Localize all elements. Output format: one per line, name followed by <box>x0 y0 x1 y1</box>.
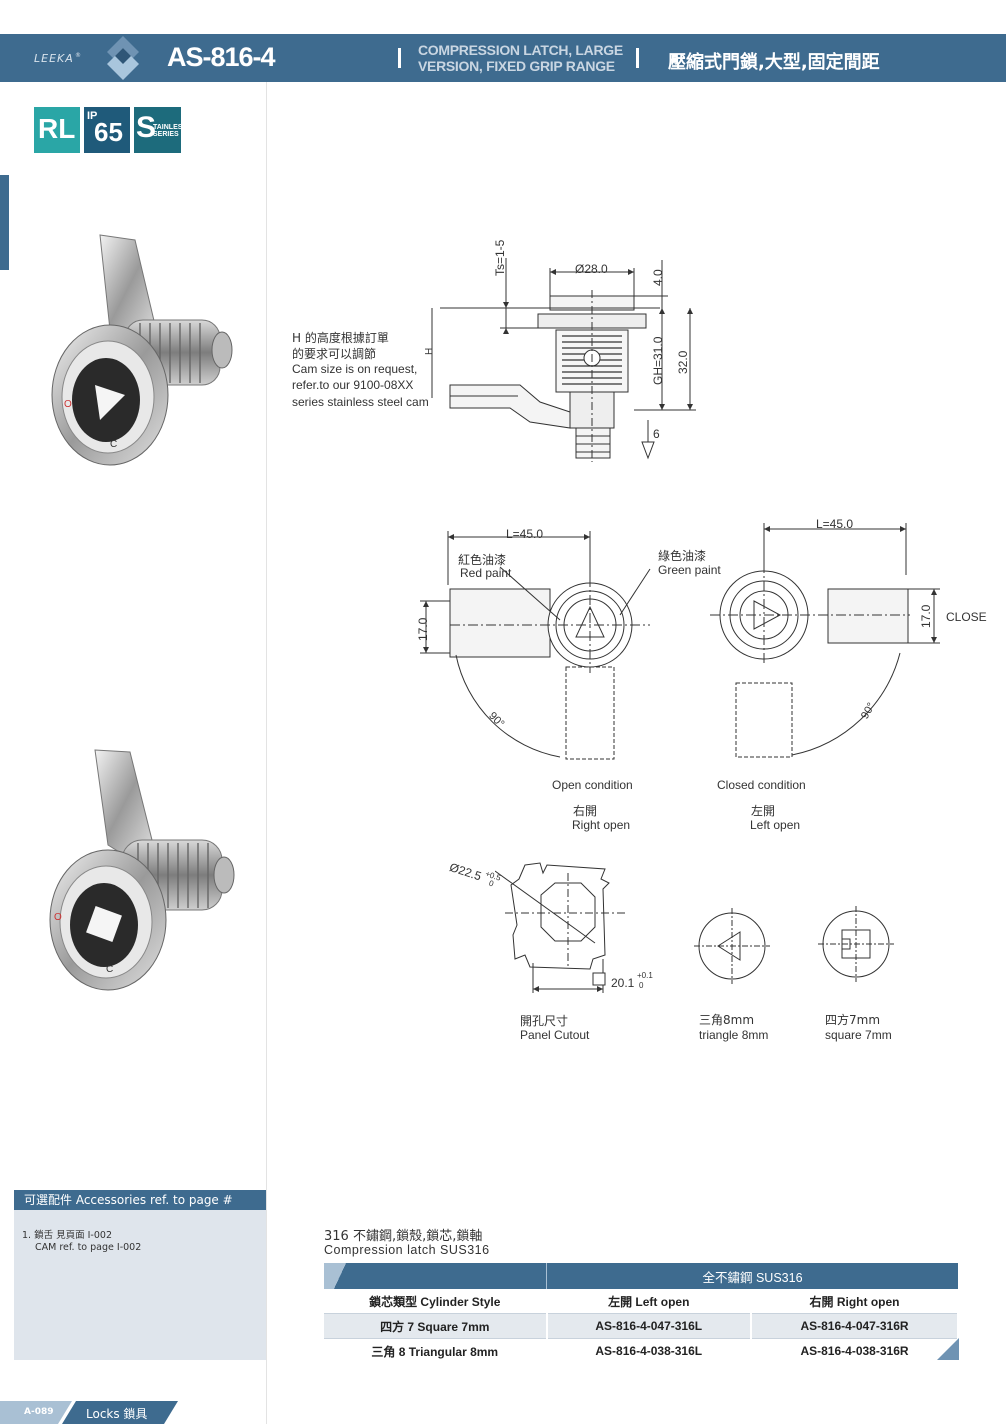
svg-text:C: C <box>106 964 113 975</box>
note-zh-2: 的要求可以調節 <box>292 347 377 361</box>
table-row: 三角 8 Triangular 8mm AS-816-4-038-316L AS… <box>324 1338 959 1363</box>
right-open-en: Right open <box>572 818 631 832</box>
dim-4: 4.0 <box>651 269 665 286</box>
material-zh: 316 不鏽鋼,鎖殼,鎖芯,鎖軸 <box>324 1229 483 1244</box>
page-footer-tab <box>0 1401 178 1424</box>
ordering-table: 全不鏽鋼 SUS316 鎖芯類型 Cylinder Style 左開 Left … <box>324 1263 959 1363</box>
closed-dim-l: L=45.0 <box>816 517 854 531</box>
title-divider <box>398 48 401 68</box>
section-label: Locks 鎖具 <box>86 1407 148 1421</box>
note-en-3: series stainless steel cam <box>292 395 429 409</box>
dim-ts: Ts=1-5 <box>493 239 507 276</box>
column-header: 左開 Left open <box>546 1289 753 1314</box>
accessory-line: 1. 鎖舌 見頁面 I-002 <box>22 1230 112 1241</box>
header-bar <box>0 34 1006 82</box>
column-header: 鎖芯類型 Cylinder Style <box>324 1289 548 1314</box>
accessory-line: CAM ref. to page I-002 <box>35 1242 142 1253</box>
note-en-1: Cam size is on request, <box>292 362 418 376</box>
table-cell: 四方 7 Square 7mm <box>324 1313 548 1339</box>
open-condition-label: Open condition <box>552 778 633 792</box>
product-photo-triangle: O C <box>51 234 233 466</box>
open-dim-l: L=45.0 <box>506 527 544 541</box>
panel-cutout-drawing <box>495 862 625 993</box>
dim-h: H <box>424 347 435 355</box>
green-paint-en: Green paint <box>658 563 721 577</box>
close-label: CLOSE <box>946 610 987 624</box>
title-divider <box>636 48 639 68</box>
model-number: AS-816-4 <box>167 42 276 72</box>
closed-condition-drawing <box>710 523 940 758</box>
cutout-square-tol-low: 0 <box>639 981 644 990</box>
accessories-heading: 可選配件 Accessories ref. to page # <box>14 1190 266 1210</box>
badge-rl: RL <box>34 107 80 153</box>
square-insert-zh: 四方7mm <box>825 1013 881 1027</box>
note-zh-1: H 的高度根據訂單 <box>292 331 389 345</box>
triangle-insert-en: triangle 8mm <box>699 1028 769 1042</box>
table-group-header: 全不鏽鋼 SUS316 <box>546 1263 958 1289</box>
dim-32: 32.0 <box>676 350 690 374</box>
left-open-zh: 左開 <box>751 804 776 818</box>
note-en-2: refer.to our 9100-08XX <box>292 378 414 392</box>
table-cell: 三角 8 Triangular 8mm <box>324 1338 548 1363</box>
left-open-en: Left open <box>750 818 801 832</box>
svg-text:O: O <box>54 912 62 923</box>
dim-gh: GH=31.0 <box>651 336 665 385</box>
cutout-square-tol-up: +0.1 <box>637 971 653 980</box>
svg-text:C: C <box>110 439 117 450</box>
green-paint-zh: 綠色油漆 <box>658 549 707 563</box>
side-view-drawing <box>431 258 696 462</box>
red-paint-zh: 紅色油漆 <box>458 553 507 567</box>
open-dim-17: 17.0 <box>416 617 430 641</box>
accessories-panel: 1. 鎖舌 見頁面 I-002 CAM ref. to page I-002 <box>14 1210 266 1360</box>
panel-cutout-zh: 開孔尺寸 <box>520 1014 569 1028</box>
table-row: 四方 7 Square 7mm AS-816-4-047-316L AS-816… <box>324 1313 959 1339</box>
dim-6: 6 <box>653 427 660 441</box>
cutout-diameter: Ø22.5 +0.5 <box>447 860 502 884</box>
table-row: 鎖芯類型 Cylinder Style 左開 Left open 右開 Righ… <box>324 1289 959 1314</box>
badge-ip65: IP 65 <box>84 107 130 153</box>
square-insert-en: square 7mm <box>825 1028 892 1042</box>
table-corner-accent <box>937 1338 959 1360</box>
column-header: 右開 Right open <box>751 1289 959 1314</box>
triangle-insert-zh: 三角8mm <box>699 1013 755 1027</box>
badge-stainless: S TAINLESS SERIES <box>134 107 187 153</box>
registered-mark: ® <box>75 52 81 59</box>
chinese-title: 壓縮式門鎖,大型,固定間距 <box>668 52 880 73</box>
triangle-insert-icon <box>694 908 770 984</box>
table-cell: AS-816-4-047-316R <box>751 1313 959 1339</box>
brand-logo: LEEKA <box>34 52 74 65</box>
right-open-zh: 右開 <box>573 804 598 818</box>
cutout-square: 20.1 <box>611 976 635 990</box>
page-number: A-089 <box>24 1407 54 1417</box>
closed-dim-17: 17.0 <box>919 604 933 628</box>
svg-text:O: O <box>64 399 72 410</box>
brand-diamond-icon <box>107 36 139 80</box>
panel-cutout-en: Panel Cutout <box>520 1028 590 1042</box>
red-paint-en: Red paint <box>460 566 512 580</box>
dim-diameter: Ø28.0 <box>575 262 608 276</box>
sidebar-accent <box>0 175 9 270</box>
product-photo-square: O C <box>49 749 235 991</box>
table-header-row: 全不鏽鋼 SUS316 <box>324 1263 958 1289</box>
table-cell: AS-816-4-038-316L <box>546 1338 753 1363</box>
material-en: Compression latch SUS316 <box>324 1243 490 1257</box>
square-insert-icon <box>818 906 894 982</box>
open-condition-drawing <box>420 531 651 760</box>
table-cell: AS-816-4-038-316R <box>751 1338 959 1363</box>
closed-condition-label: Closed condition <box>717 778 806 792</box>
english-title: COMPRESSION LATCH, LARGE VERSION, FIXED … <box>418 42 623 74</box>
table-cell: AS-816-4-047-316L <box>546 1313 753 1339</box>
